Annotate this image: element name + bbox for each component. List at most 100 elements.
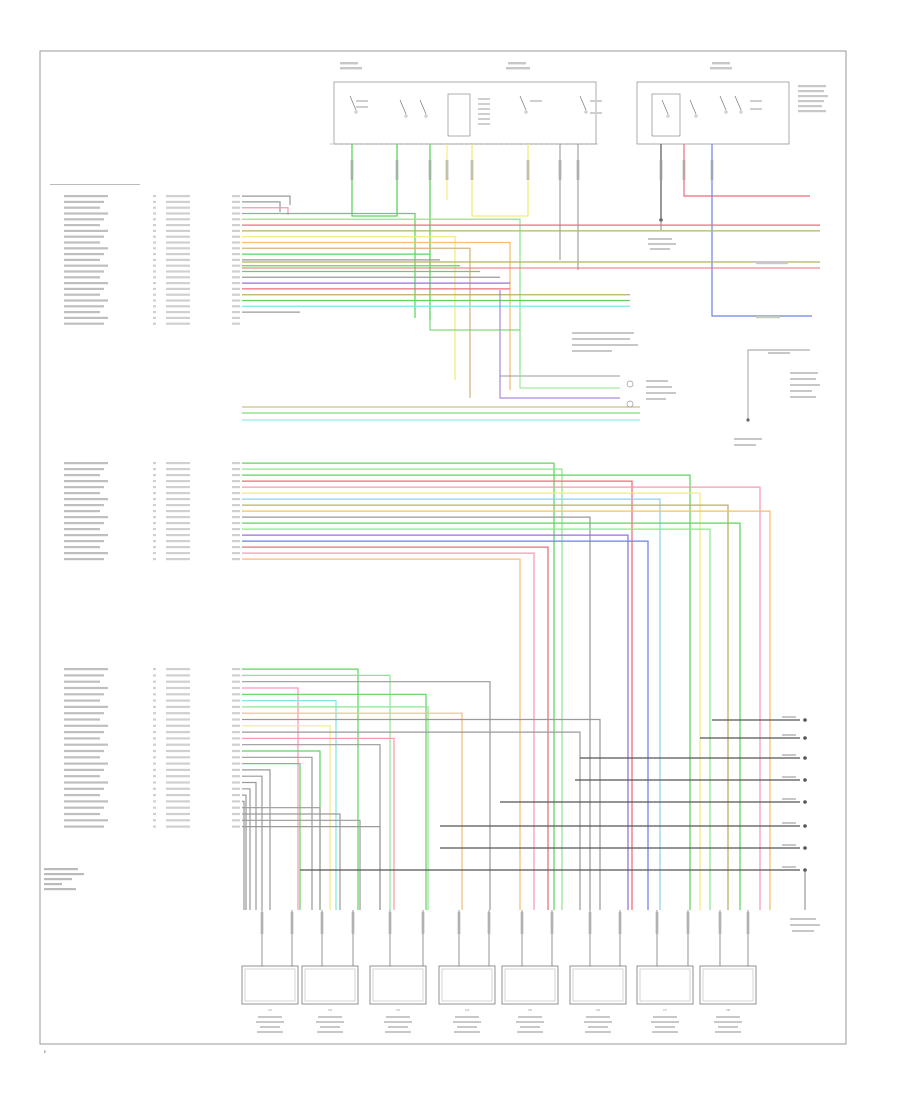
wire-color-code xyxy=(166,486,190,489)
injector-connector: C2 xyxy=(301,910,359,1033)
pin-number xyxy=(153,794,156,797)
circuit-number xyxy=(232,819,240,822)
pin-number xyxy=(153,480,156,483)
connector-id: C7 xyxy=(663,1008,667,1012)
wire-color-code xyxy=(166,800,190,803)
circuit-number xyxy=(232,775,240,778)
circuit-label xyxy=(64,819,108,822)
harness-wire xyxy=(242,552,535,910)
circuit-label xyxy=(64,293,100,296)
circuit-number xyxy=(232,680,240,683)
harness-wire xyxy=(242,775,263,910)
wire-color-code xyxy=(166,516,190,519)
harness-wire xyxy=(242,807,321,910)
component-note xyxy=(798,100,824,103)
wire-connector-mark xyxy=(550,912,554,934)
wire-color-code xyxy=(166,781,190,784)
wire-connector-mark xyxy=(576,160,580,180)
terminal-label xyxy=(782,866,796,868)
circuit-number xyxy=(232,510,240,513)
connector-caption xyxy=(585,1031,611,1033)
wire-color-code xyxy=(166,668,190,671)
switch-terminal xyxy=(739,110,743,114)
connector-caption xyxy=(384,1021,412,1023)
wire-color-code xyxy=(166,775,190,778)
module-pin-label xyxy=(356,106,368,108)
harness-wire xyxy=(242,706,429,910)
wire-color-code xyxy=(166,270,190,273)
pin-number xyxy=(153,253,156,256)
circuit-number xyxy=(232,241,240,244)
terminal-dot xyxy=(803,778,807,782)
harness-wire xyxy=(242,236,456,380)
connector-caption xyxy=(655,1026,675,1028)
pin-number xyxy=(153,206,156,209)
circuit-number xyxy=(232,480,240,483)
connector-caption xyxy=(256,1021,284,1023)
pin-number xyxy=(153,540,156,543)
wire-connector-mark xyxy=(260,912,264,934)
harness-wire xyxy=(242,492,701,910)
header-label xyxy=(340,62,358,65)
switch-terminal xyxy=(404,114,408,118)
wire-color-code xyxy=(166,693,190,696)
wire-color-code xyxy=(166,195,190,198)
module-pin-label xyxy=(590,100,602,102)
wire-yellow xyxy=(471,144,529,217)
pin-number xyxy=(153,293,156,296)
pin-number xyxy=(153,693,156,696)
wire-connector-mark xyxy=(588,912,592,934)
switch-terminal xyxy=(724,110,728,114)
harness-wire xyxy=(242,725,331,910)
circuit-label xyxy=(64,705,108,708)
pin-number xyxy=(153,492,156,495)
switch-symbols xyxy=(330,95,762,145)
circuit-number xyxy=(232,474,240,477)
wire-color-code xyxy=(166,812,190,816)
circuit-number xyxy=(232,731,240,734)
circuit-label xyxy=(64,206,100,209)
module-pin-label xyxy=(478,108,490,110)
circuit-number xyxy=(232,794,240,797)
connector-caption xyxy=(317,1031,343,1033)
wire-color-code xyxy=(166,540,190,543)
pin-number xyxy=(153,756,156,759)
pin-number xyxy=(153,212,156,215)
circuit-label xyxy=(64,322,104,325)
wire-connector-mark xyxy=(428,160,432,180)
wire-connector-mark xyxy=(487,912,491,934)
connector-caption xyxy=(716,1016,740,1018)
pin-number xyxy=(153,305,156,308)
circuit-number xyxy=(232,247,240,250)
circuit-label xyxy=(64,270,104,273)
circuit-number xyxy=(232,674,240,677)
left-labels xyxy=(50,184,240,828)
component-note xyxy=(572,350,612,352)
circuit-number xyxy=(232,558,240,561)
wire-color-code xyxy=(166,311,190,314)
circuit-label xyxy=(64,229,108,232)
circuit-number xyxy=(232,492,240,495)
harness-wire xyxy=(242,819,361,910)
circuit-number xyxy=(232,546,240,549)
circuit-label xyxy=(64,743,108,746)
wire-color-code xyxy=(166,253,190,256)
pin-number xyxy=(153,316,156,319)
circuit-number xyxy=(232,311,240,314)
wire-color-code xyxy=(166,794,190,797)
pin-number xyxy=(153,558,156,561)
pin-number xyxy=(153,546,156,549)
circuit-number xyxy=(232,200,240,203)
connector-caption xyxy=(653,1016,677,1018)
component-note xyxy=(798,110,826,113)
pin-number xyxy=(153,775,156,778)
wire-connector-mark xyxy=(320,912,324,934)
wire-color-code xyxy=(166,749,190,753)
pin-number xyxy=(153,699,156,702)
switch-contact xyxy=(689,99,697,115)
component-note xyxy=(790,396,816,398)
wire-color-code xyxy=(166,680,190,683)
circuit-label xyxy=(64,492,100,495)
wire-color-code xyxy=(166,712,190,715)
top-components xyxy=(330,81,790,145)
